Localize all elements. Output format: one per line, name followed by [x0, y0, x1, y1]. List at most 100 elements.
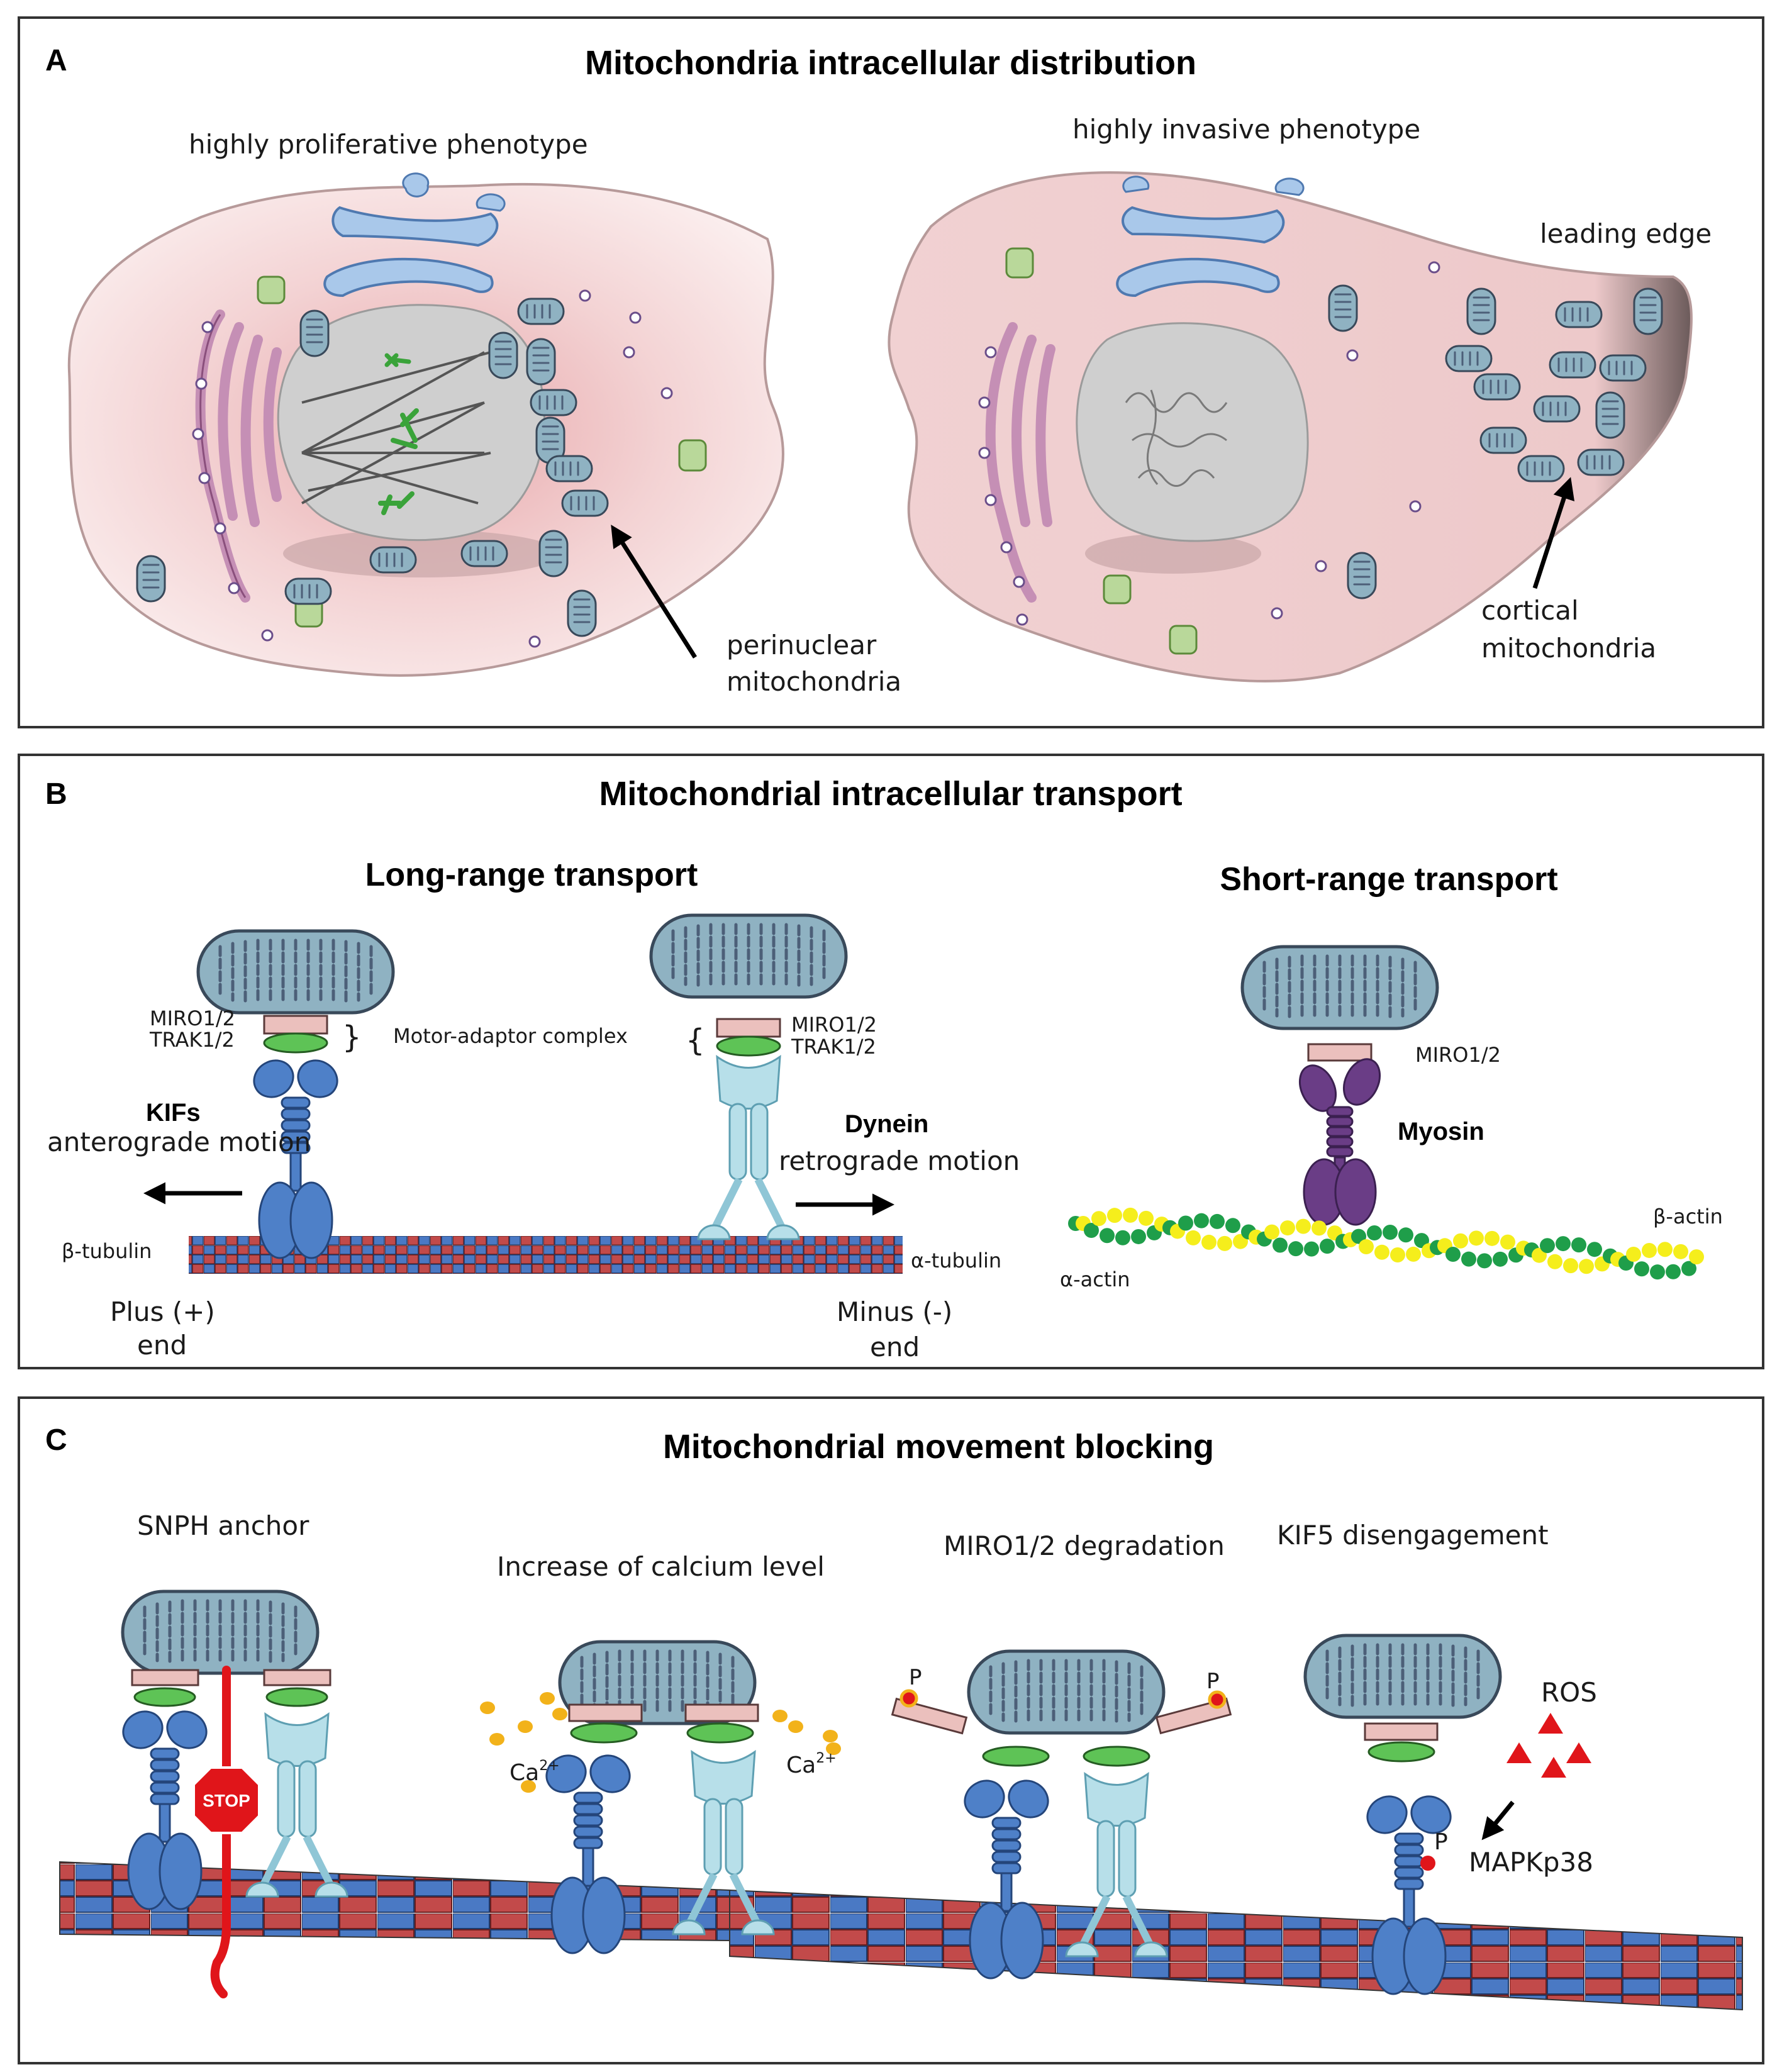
- mitochondrion: [530, 389, 577, 416]
- vesicle: [1315, 560, 1327, 572]
- mitochondrion: [1466, 287, 1496, 335]
- calcium-ions: [480, 1692, 841, 1793]
- actin-bead: [1107, 1208, 1122, 1223]
- vesicle: [1271, 607, 1283, 620]
- vesicle: [629, 311, 642, 324]
- miro-degradation-complex: P P: [891, 1651, 1232, 1980]
- actin-bead: [1084, 1223, 1099, 1239]
- calcium-ion-label-right: Ca2+: [786, 1751, 837, 1778]
- actin-bead: [1288, 1241, 1303, 1257]
- miro-protein: [568, 1703, 643, 1722]
- actin-bead: [1657, 1242, 1673, 1257]
- panel-c: C Mitochondrial movement blocking SNPH a…: [18, 1396, 1764, 2064]
- mitochondrion: [1633, 287, 1663, 335]
- panel-c-title: Mitochondrial movement blocking: [663, 1428, 1214, 1466]
- calcium-ion-icon: [823, 1730, 838, 1742]
- plus-end-label-2: end: [137, 1330, 187, 1361]
- trak-protein: [716, 1035, 781, 1057]
- vesicle: [201, 321, 214, 333]
- mitochondrion: [1347, 552, 1377, 599]
- actin-bead: [1264, 1224, 1279, 1240]
- actin-bead: [1217, 1235, 1232, 1251]
- invasive-cell: [888, 171, 1693, 682]
- vesicle: [198, 472, 211, 484]
- actin-bead: [1540, 1238, 1555, 1254]
- phosphate-label-left: P: [909, 1665, 922, 1690]
- mitochondrion: [123, 1591, 318, 1673]
- actin-bead: [1398, 1227, 1413, 1243]
- vesicle: [214, 522, 226, 535]
- panel-a-title: Mitochondria intracellular distribution: [585, 44, 1196, 82]
- actin-bead: [1445, 1247, 1461, 1262]
- long-range-title: Long-range transport: [365, 857, 698, 893]
- ros-arrow-icon: [1481, 1800, 1515, 1841]
- alpha-tubulin-label: α-tubulin: [911, 1249, 1001, 1273]
- trak-protein: [1367, 1741, 1435, 1763]
- stop-sign-text: STOP: [203, 1791, 250, 1810]
- calcium-ion-icon: [521, 1780, 536, 1793]
- actin-bead: [1194, 1213, 1209, 1228]
- actin-bead: [1461, 1251, 1476, 1267]
- actin-filament: [1068, 1207, 1704, 1280]
- phosphate-icon: [899, 1689, 918, 1708]
- trak-protein: [686, 1722, 754, 1744]
- mitochondrion: [567, 589, 597, 637]
- kifs-label: KIFs: [146, 1099, 201, 1127]
- trak-protein: [133, 1687, 196, 1707]
- calcium-ion-icon: [518, 1720, 533, 1733]
- actin-bead: [1351, 1228, 1366, 1244]
- actin-bead: [1131, 1228, 1146, 1244]
- ros-icon: [1538, 1713, 1563, 1734]
- calcium-ion-icon: [788, 1720, 803, 1733]
- trak-label-2: TRAK1/2: [791, 1035, 876, 1059]
- dynein-complex: [651, 915, 846, 1239]
- stop-sign-icon: [192, 1766, 260, 1834]
- actin-bead: [1178, 1215, 1193, 1231]
- calcium-ion-icon: [826, 1742, 841, 1755]
- snph-anchor-complex: STOP: [115, 1591, 347, 1998]
- actin-bead: [1547, 1254, 1562, 1269]
- actin-bead: [1100, 1228, 1115, 1244]
- kif5-label: KIF5 disengagement: [1277, 1520, 1549, 1551]
- mitochondrion: [1549, 351, 1596, 379]
- trak-protein: [1083, 1746, 1150, 1767]
- actin-bead: [1563, 1258, 1578, 1274]
- vesicle: [978, 447, 991, 459]
- vesicle: [1016, 613, 1028, 626]
- miro-protein: [716, 1018, 781, 1038]
- actin-bead: [1374, 1244, 1389, 1260]
- panel-a: A Mitochondria intracellular distributio…: [18, 16, 1764, 728]
- actin-bead: [1634, 1261, 1649, 1277]
- actin-bead: [1280, 1220, 1295, 1236]
- vesicle: [660, 387, 673, 399]
- perinuclear-label-1: perinuclear: [727, 630, 877, 660]
- actin-bead: [1272, 1237, 1288, 1253]
- golgi: [1122, 206, 1285, 244]
- panel-b-title: Mitochondrial intracellular transport: [599, 775, 1182, 813]
- dynein-label: Dynein: [845, 1110, 928, 1138]
- trak-label: TRAK1/2: [149, 1028, 235, 1052]
- miro-protein: [131, 1669, 199, 1686]
- calcium-ion-icon: [489, 1733, 504, 1746]
- actin-bead: [1500, 1234, 1515, 1250]
- mitochondrion: [1577, 448, 1625, 476]
- actin-bead: [1406, 1246, 1421, 1262]
- myosin-complex: [1242, 947, 1437, 1226]
- mitochondrion: [1305, 1635, 1500, 1717]
- phosphate-icon: [1208, 1690, 1227, 1709]
- actin-bead: [1091, 1211, 1106, 1227]
- miro-protein: [891, 1697, 968, 1735]
- beta-tubulin-label: β-tubulin: [62, 1239, 152, 1263]
- calcium-ion-label-left: Ca2+: [510, 1758, 560, 1786]
- vesicle: [1428, 261, 1440, 274]
- panel-b: B Mitochondrial intracellular transport …: [18, 754, 1764, 1369]
- vesicle: [1000, 541, 1013, 554]
- actin-bead: [1201, 1234, 1217, 1250]
- mitochondrion: [1595, 391, 1625, 439]
- miro-label: MIRO1/2: [150, 1006, 235, 1030]
- mitochondrion: [969, 1651, 1164, 1733]
- actin-bead: [1320, 1239, 1335, 1254]
- vesicle: [528, 635, 541, 648]
- miro-label-2: MIRO1/2: [791, 1013, 877, 1037]
